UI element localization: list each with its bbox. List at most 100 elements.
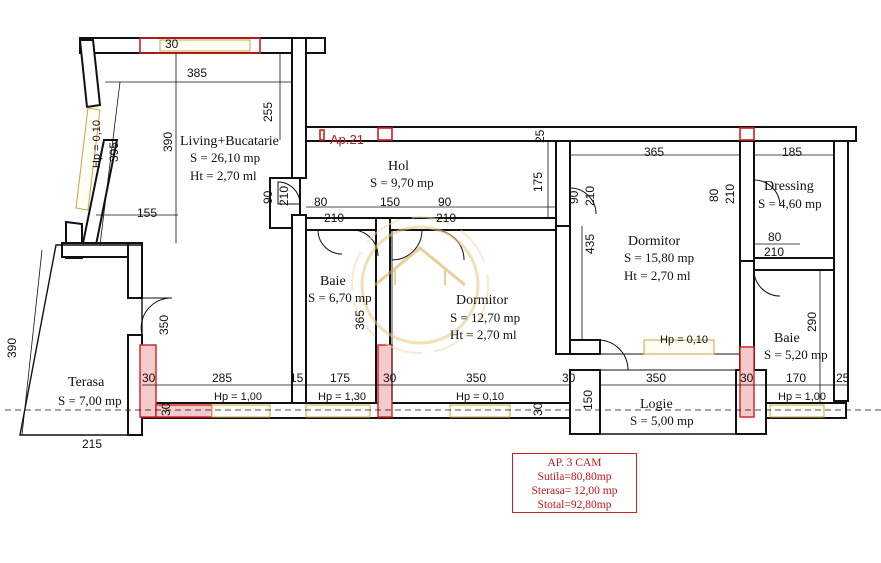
dim-label: 210 (277, 186, 291, 206)
door-baie2 (753, 269, 781, 297)
dim-label: 150 (380, 195, 400, 209)
dim-label: Hp = 0,10 (91, 120, 103, 168)
dim-label: 215 (82, 437, 102, 451)
dim-label: 25 (836, 371, 850, 385)
room-area: S = 4,60 mp (758, 196, 822, 211)
dim-label: 90 (261, 190, 275, 204)
door-dressing (753, 179, 781, 207)
dim-label: 210 (723, 184, 737, 204)
dim-label: 175 (531, 172, 545, 192)
dim-label: 15 (290, 371, 304, 385)
red-pillar-right (739, 346, 755, 418)
dim-label: 30 (142, 371, 156, 385)
summary-stotal: Stotal=92,80mp (537, 499, 612, 511)
wall-dorm-right (555, 225, 571, 355)
dim-label: 435 (583, 234, 597, 254)
wall-living-terasa (127, 242, 143, 299)
wall-logie-left-top (569, 339, 601, 355)
room-name: Dormitor (456, 293, 508, 308)
room-dormitor-2: Dormitor S = 15,80 mp Ht = 2,70 ml (624, 234, 694, 283)
window-height-label: Hp = 0,10 (660, 334, 708, 346)
window-dorm-bottom (449, 404, 511, 418)
dim-label: 150 (581, 390, 595, 410)
dim-label: 350 (466, 371, 486, 385)
red-window-top (139, 37, 261, 54)
dim-label: 365 (353, 310, 367, 330)
dim-label: 290 (805, 312, 819, 332)
wall-left-upper (78, 39, 102, 109)
room-dormitor-1: Dormitor S = 12,70 mp Ht = 2,70 ml (450, 293, 520, 342)
window-height-label: Hp = 1,00 (214, 391, 262, 403)
summary-sterasa: Sterasa= 12,00 mp (531, 485, 618, 497)
apartment-tag: Ap.21 (330, 132, 364, 147)
room-name: Logie (640, 397, 673, 412)
wall-logie-left (569, 369, 601, 435)
windows (75, 39, 825, 418)
room-area: S = 5,00 mp (630, 413, 694, 428)
dim-label: 80 (768, 230, 782, 244)
door-dorm2 (569, 187, 597, 215)
dim-label: 365 (644, 145, 664, 159)
red-tick (319, 129, 325, 141)
room-baie: Baie S = 6,70 mp (308, 274, 372, 305)
room-area: S = 12,70 mp (450, 310, 520, 325)
door-dorm1 (391, 229, 423, 261)
room-dressing: Dressing S = 4,60 mp (758, 179, 822, 211)
dim-label: 350 (646, 371, 666, 385)
dim-label: 30 (383, 371, 397, 385)
room-labels: Living+Bucatarie S = 26,10 mp Ht = 2,70 … (58, 134, 828, 428)
room-name: Baie (774, 331, 800, 346)
dim-label: 25 (533, 129, 547, 143)
window-height-label: Hp = 1,30 (318, 391, 366, 403)
window-top-living (159, 39, 251, 52)
dim-label: 30 (740, 371, 754, 385)
room-terasa: Terasa S = 7,00 mp (58, 375, 122, 408)
room-area: S = 7,00 mp (58, 393, 122, 408)
room-area: S = 15,80 mp (624, 250, 694, 265)
window-living-bottom (211, 404, 271, 418)
dim-label: 80 (707, 188, 721, 202)
room-height: Ht = 2,70 ml (450, 327, 517, 342)
dim-label: 390 (5, 338, 19, 358)
wall-living-right (291, 37, 307, 179)
wall-hol-right (555, 140, 571, 227)
room-living: Living+Bucatarie S = 26,10 mp Ht = 2,70 … (180, 134, 279, 183)
dim-label: 185 (782, 145, 802, 159)
window-logie (643, 339, 715, 355)
dim-label: 210 (583, 186, 597, 206)
dim-label: 90 (438, 195, 452, 209)
dim-label: 30 (562, 371, 576, 385)
dim-label: 90 (567, 190, 581, 204)
summary-sutila: Sutila=80,80mp (537, 471, 612, 483)
room-name: Dressing (764, 179, 814, 194)
dim-line-395 (99, 81, 121, 246)
area-summary-box: AP. 3 CAM Sutila=80,80mp Sterasa= 12,00 … (512, 453, 637, 513)
room-name: Terasa (68, 375, 105, 390)
dimension-labels: 30 385 255 390 Hp = 0,10 395 155 390 350… (5, 37, 850, 451)
door-logie (597, 339, 629, 371)
dim-label: 80 (314, 195, 328, 209)
window-height-label: Hp = 1,00 (778, 391, 826, 403)
red-pillar-terasa (139, 344, 157, 418)
room-logie: Logie S = 5,00 mp (630, 397, 694, 428)
dim-label: 30 (165, 37, 179, 51)
room-area: S = 9,70 mp (370, 175, 434, 190)
dim-label: 30 (531, 402, 545, 416)
dim-line-terasa (21, 249, 43, 436)
red-mark-right (739, 127, 755, 141)
dim-label: 210 (324, 211, 344, 225)
window-height-label: Hp = 0,10 (456, 391, 504, 403)
room-baie-2: Baie S = 5,20 mp (764, 331, 828, 362)
window-labels: Hp = 1,00 Hp = 1,30 Hp = 0,10 Hp = 0,10 … (214, 334, 826, 403)
walls (19, 37, 857, 436)
room-area: S = 6,70 mp (308, 290, 372, 305)
door-baie (317, 229, 343, 255)
room-height: Ht = 2,70 ml (190, 168, 257, 183)
room-name: Living+Bucatarie (180, 134, 279, 149)
dim-label: 210 (764, 245, 784, 259)
door-hol-left (277, 181, 301, 205)
dim-label: 385 (187, 66, 207, 80)
dim-label: 255 (261, 102, 275, 122)
dim-label: 210 (436, 211, 456, 225)
